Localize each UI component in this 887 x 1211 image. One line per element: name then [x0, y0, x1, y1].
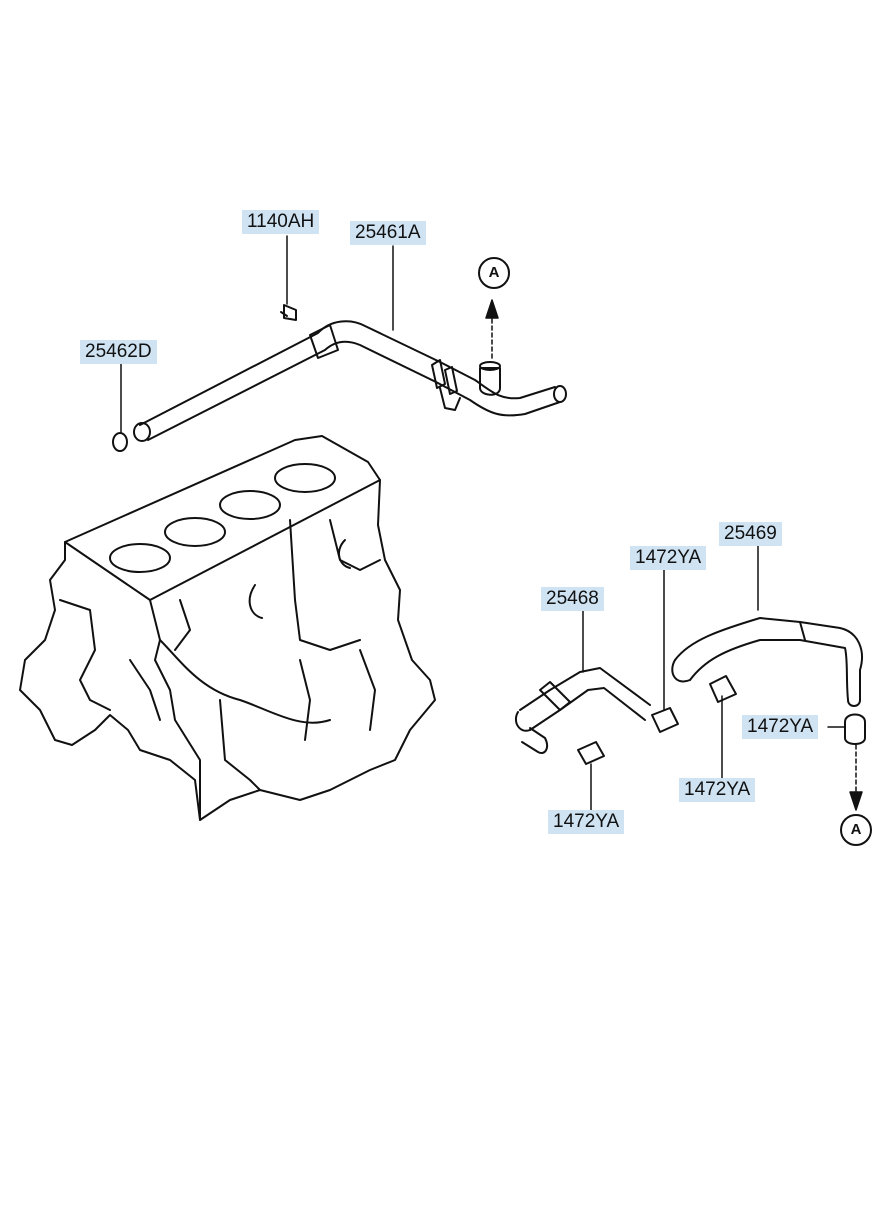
connection-marker-a-top: A — [478, 257, 510, 289]
part-label-1472ya-right[interactable]: 1472YA — [742, 715, 819, 739]
part-label-1140ah[interactable]: 1140AH — [242, 210, 320, 234]
part-label-25462d[interactable]: 25462D — [80, 340, 157, 364]
connection-marker-a-bottom: A — [840, 814, 872, 846]
part-label-1472ya-top[interactable]: 1472YA — [630, 546, 707, 570]
part-label-1472ya-mid[interactable]: 1472YA — [679, 778, 756, 802]
hose-25468-drawing — [514, 667, 679, 765]
part-label-25461a[interactable]: 25461A — [350, 221, 426, 245]
breather-pipe-drawing — [112, 304, 567, 452]
leader-lines — [120, 235, 846, 811]
part-label-25469[interactable]: 25469 — [719, 522, 782, 546]
part-label-1472ya-bottom[interactable]: 1472YA — [548, 810, 625, 834]
hose-25469-drawing — [671, 617, 866, 745]
engine-block-drawing — [19, 435, 436, 821]
part-label-25468[interactable]: 25468 — [541, 587, 604, 611]
direction-arrows — [485, 299, 863, 811]
